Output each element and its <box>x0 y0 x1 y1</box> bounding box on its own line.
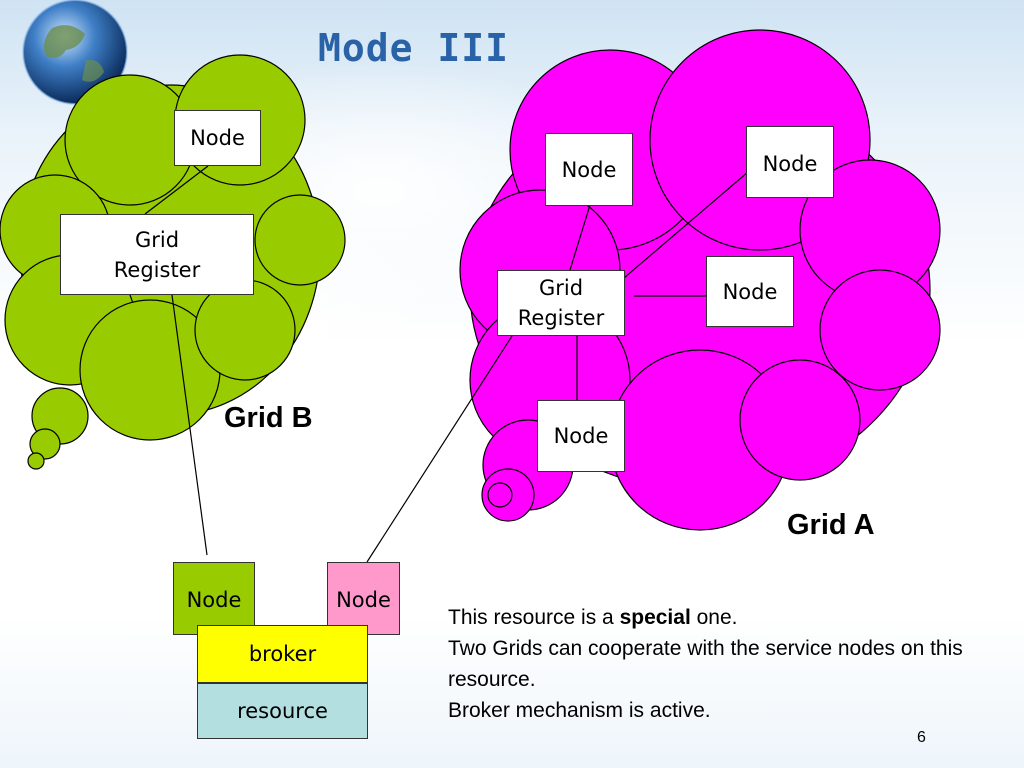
grid-b-register: Grid Register <box>60 214 254 295</box>
grid-b-label: Grid B <box>224 402 313 434</box>
note-line-2: Two Grids can cooperate with the service… <box>448 637 963 691</box>
note-emphasis: special <box>619 606 691 629</box>
resource-node-green: Node <box>173 562 255 635</box>
grid-b-register-line2: Register <box>113 257 201 282</box>
note-line-1: This resource is a special one. <box>448 606 738 629</box>
resource-node-pink: Node <box>327 562 400 635</box>
line-registerb-node-green <box>171 294 208 556</box>
globe-icon <box>22 0 128 105</box>
resource-box: resource <box>197 683 368 739</box>
broker-box: broker <box>197 625 368 683</box>
grid-b-register-line1: Grid <box>134 227 180 252</box>
grid-a-node-top-right: Node <box>746 126 834 198</box>
grid-a-label: Grid A <box>787 509 875 541</box>
description-text: This resource is a special one. Two Grid… <box>448 602 968 726</box>
line-nodeb-register <box>144 165 209 215</box>
grid-a-register: Grid Register <box>497 270 625 336</box>
note-line-3: Broker mechanism is active. <box>448 699 711 722</box>
grid-b-node: Node <box>174 110 261 166</box>
grid-a-register-line2: Register <box>517 306 605 330</box>
page-number: 6 <box>917 729 926 746</box>
grid-a-node-top-left: Node <box>545 133 633 206</box>
connection-lines <box>144 165 749 563</box>
line-node-tr-register <box>623 171 749 279</box>
grid-a-register-line1: Grid <box>538 276 584 300</box>
page-title: Mode III <box>318 26 510 70</box>
grid-a-node-bottom: Node <box>537 400 625 472</box>
line-node-tl-register <box>569 204 591 271</box>
grid-a-node-right: Node <box>706 256 794 327</box>
line-registera-node-pink <box>366 335 513 563</box>
